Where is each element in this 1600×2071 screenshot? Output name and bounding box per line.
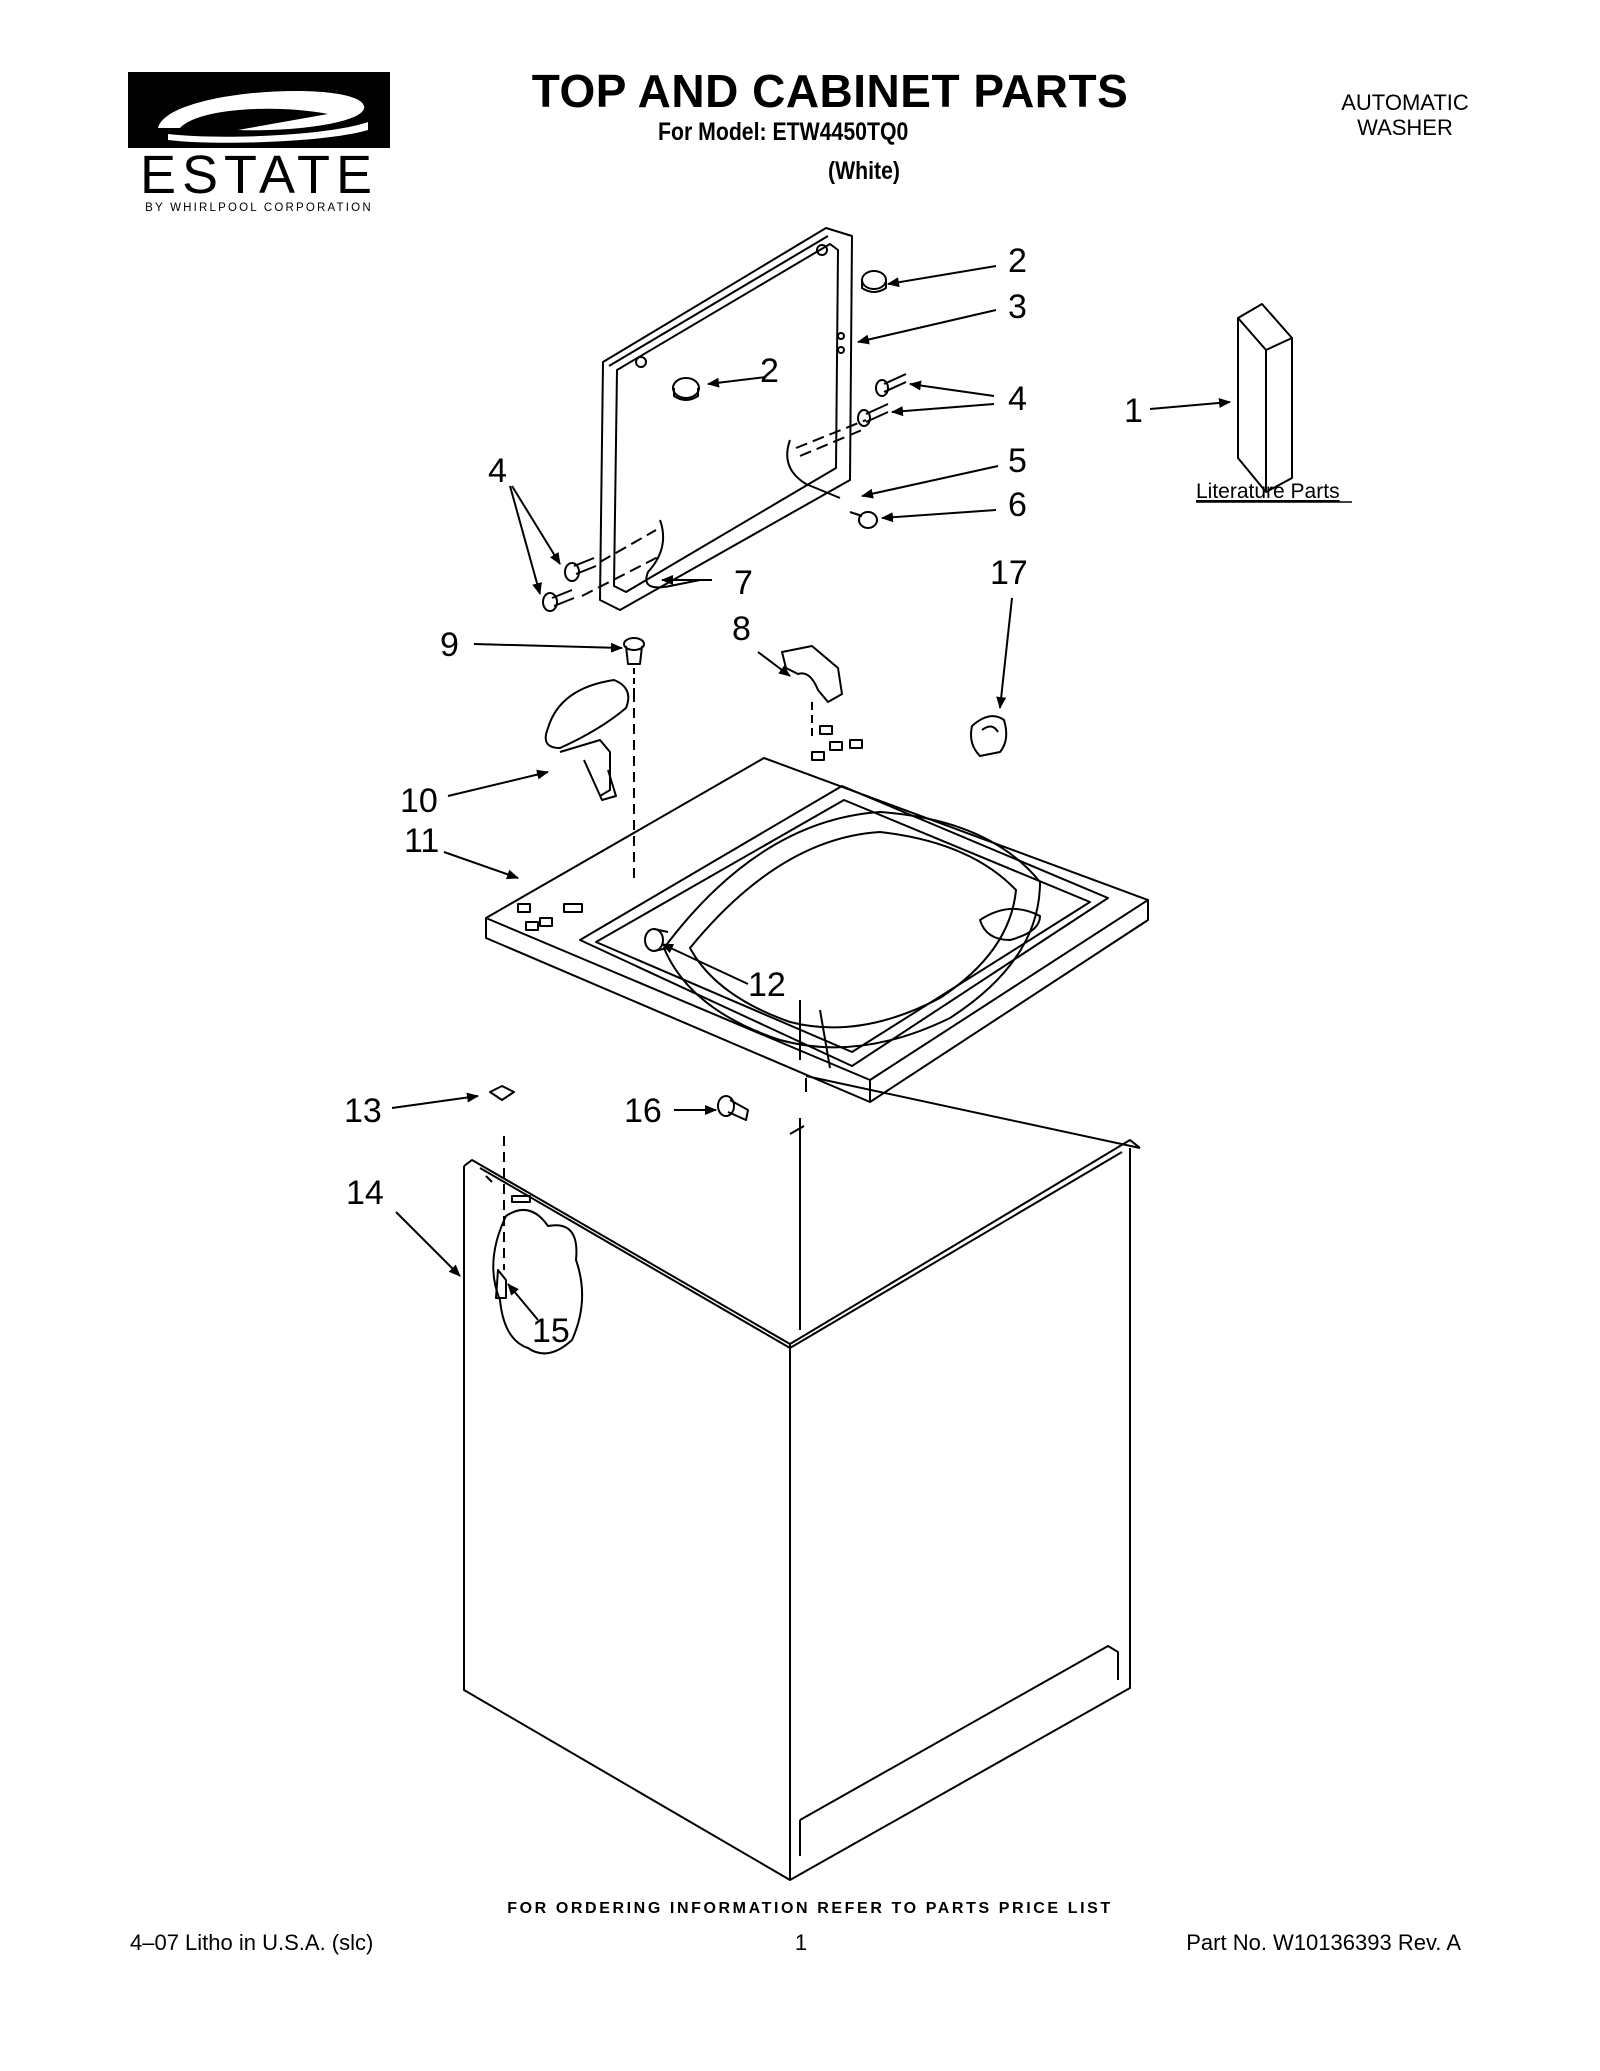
page-number: 1 bbox=[794, 1930, 808, 1955]
product-type-line1: AUTOMATIC bbox=[1341, 90, 1469, 115]
callout-9: 9 bbox=[440, 626, 459, 664]
page-title: TOP AND CABINET PARTS bbox=[531, 65, 1129, 117]
clip-13 bbox=[489, 1085, 515, 1101]
lid-switch bbox=[544, 679, 635, 880]
callout-4-left: 4 bbox=[488, 452, 507, 490]
callout-12: 12 bbox=[748, 966, 786, 1004]
hinge-clip bbox=[781, 645, 843, 738]
callout-15: 15 bbox=[532, 1312, 570, 1350]
callout-17: 17 bbox=[990, 554, 1028, 592]
estate-logo-emblem bbox=[128, 72, 390, 148]
callout-7: 7 bbox=[734, 564, 753, 602]
model-line: For Model: ETW4450TQ0 bbox=[658, 118, 909, 146]
washer-cabinet bbox=[463, 1075, 1141, 1881]
callout-6: 6 bbox=[1008, 486, 1027, 524]
callout-16: 16 bbox=[624, 1092, 662, 1130]
screw-16 bbox=[717, 1095, 749, 1121]
callout-4-right: 4 bbox=[1008, 380, 1027, 418]
literature-parts-label: Literature Parts bbox=[1196, 480, 1340, 503]
logo-wordmark: ESTATE bbox=[139, 145, 379, 205]
screw-9 bbox=[623, 637, 645, 692]
callout-8: 8 bbox=[732, 610, 751, 648]
print-info: 4–07 Litho in U.S.A. (slc) bbox=[130, 1930, 374, 1955]
product-type: AUTOMATIC WASHER bbox=[1300, 90, 1510, 140]
callout-11: 11 bbox=[404, 822, 439, 860]
literature-booklet bbox=[1237, 303, 1293, 493]
washer-top-panel bbox=[485, 725, 1149, 1103]
logo-subtext: BY WHIRLPOOL CORPORATION bbox=[145, 202, 373, 214]
ordering-info: FOR ORDERING INFORMATION REFER TO PARTS … bbox=[507, 1900, 1113, 1917]
color-line: (White) bbox=[828, 157, 900, 185]
lid-assembly bbox=[542, 227, 907, 612]
part-number: Part No. W10136393 Rev. A bbox=[1186, 1930, 1461, 1955]
bleach-funnel bbox=[970, 715, 1008, 757]
callout-13: 13 bbox=[344, 1092, 382, 1130]
callout-2-upper: 2 bbox=[1008, 242, 1027, 280]
callout-1: 1 bbox=[1124, 392, 1143, 430]
product-type-line2: WASHER bbox=[1357, 115, 1453, 140]
callout-3: 3 bbox=[1008, 288, 1027, 326]
callout-5: 5 bbox=[1008, 442, 1027, 480]
callout-2-lower: 2 bbox=[760, 352, 779, 390]
callout-14: 14 bbox=[346, 1174, 384, 1212]
callout-10: 10 bbox=[400, 782, 438, 820]
